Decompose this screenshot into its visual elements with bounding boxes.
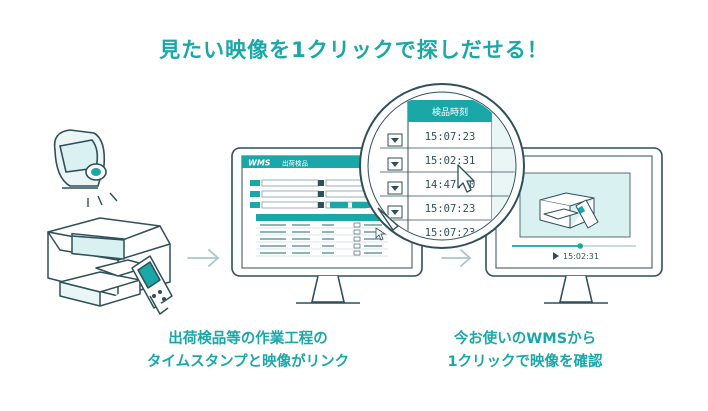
arrow-right-icon [187, 249, 220, 267]
wms-logo: WMS [248, 159, 271, 168]
pointer-cursor-icon [375, 227, 387, 241]
security-camera-icon [53, 129, 107, 189]
left-caption: 出荷検品等の作業工程の タイムスタンプと映像がリンク [118, 328, 378, 374]
video-timestamp: 15:02:31 [563, 252, 599, 261]
time-cell[interactable]: 15:07:23 [425, 131, 476, 143]
headline: 見たい映像を1クリックで探しだせる！ [159, 38, 549, 62]
dropdown-icon[interactable] [391, 186, 399, 191]
column-header-inspection-time: 検品時刻 [432, 106, 468, 118]
time-cell[interactable]: 15:07:23 [425, 203, 476, 215]
progress-knob[interactable] [577, 243, 583, 249]
arrow-right-icon [441, 249, 472, 267]
dropdown-icon[interactable] [391, 138, 399, 143]
time-cell-selected[interactable]: 15:02:31 [425, 155, 476, 167]
time-cell[interactable]: 15:07:23 [425, 227, 476, 239]
left-caption-line1: 出荷検品等の作業工程の [168, 331, 328, 347]
right-caption: 今お使いのWMSから 1クリックで映像を確認 [410, 328, 640, 374]
left-caption-line2: タイムスタンプと映像がリンク [146, 354, 350, 370]
wms-title: 出荷検品 [282, 159, 308, 168]
video-frame [519, 172, 631, 238]
barcode-scanner-icon [131, 255, 173, 315]
right-caption-line1: 今お使いのWMSから [453, 331, 597, 347]
dropdown-icon[interactable] [391, 210, 399, 215]
dropdown-icon[interactable] [391, 162, 399, 167]
play-icon[interactable] [553, 252, 559, 260]
cardboard-box-icon [47, 217, 171, 307]
camera-rays [87, 192, 118, 207]
zoomed-time-column: 検品時刻 15:07:2315:02:3114:47:0015:07:2315:… [380, 93, 515, 239]
pointer-cursor-icon [457, 164, 475, 193]
right-caption-line2: 1クリックで映像を確認 [447, 354, 603, 370]
